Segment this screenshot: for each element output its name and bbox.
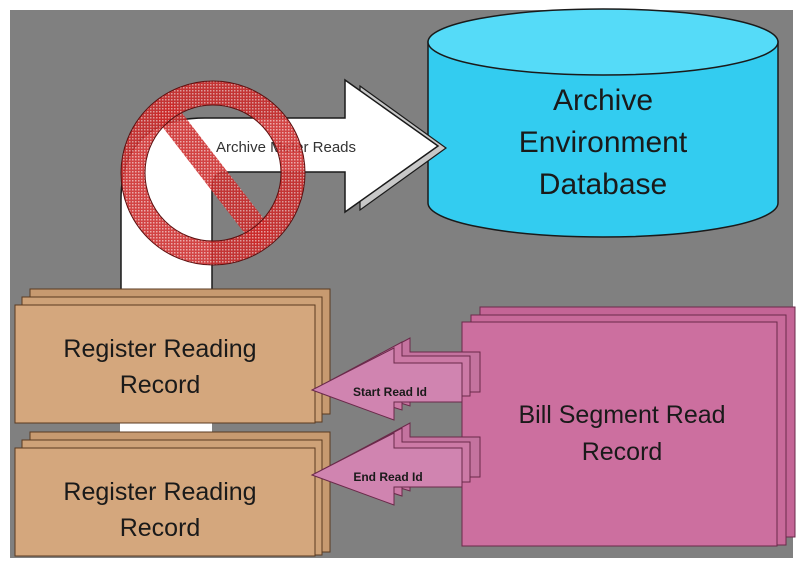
register-record-top: Register Reading Record bbox=[14, 288, 331, 424]
database-label-line1: Archive bbox=[553, 84, 653, 117]
register-top-line1: Register Reading bbox=[63, 335, 256, 363]
register-top-line2: Record bbox=[120, 371, 201, 399]
database-label-line3: Database bbox=[539, 168, 667, 201]
bill-segment-record: Bill Segment Read Record bbox=[461, 306, 796, 547]
bill-segment-line1: Bill Segment Read bbox=[518, 401, 725, 429]
bill-segment-line2: Record bbox=[582, 438, 663, 466]
register-bottom-line1: Register Reading bbox=[63, 478, 256, 506]
no-entry-icon bbox=[120, 80, 306, 266]
database-label-line2: Environment bbox=[519, 126, 688, 159]
end-read-arrow: End Read Id bbox=[310, 422, 481, 506]
register-record-bottom: Register Reading Record bbox=[14, 431, 331, 557]
register-bottom-line2: Record bbox=[120, 514, 201, 542]
start-read-label: Start Read Id bbox=[353, 385, 427, 399]
start-read-arrow: Start Read Id bbox=[310, 337, 481, 421]
archive-database: Archive Environment Database bbox=[427, 8, 779, 238]
end-read-label: End Read Id bbox=[353, 470, 422, 484]
